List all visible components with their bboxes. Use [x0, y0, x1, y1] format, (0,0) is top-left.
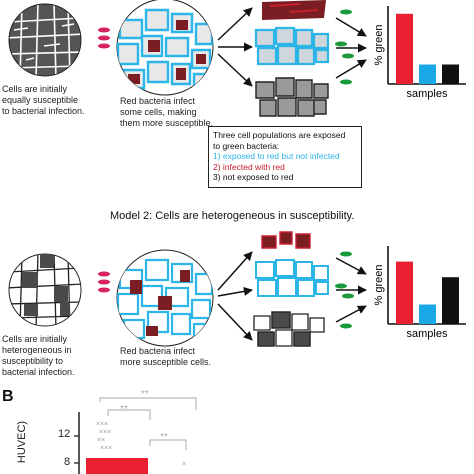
legend-item-exposed: 1) exposed to red but not infected	[213, 151, 340, 161]
model1-bar-chart: % green samples	[373, 6, 466, 100]
svg-text:×: ×	[182, 461, 186, 468]
chart2-bar-2	[419, 304, 436, 324]
model1-caption-left: Cells are initially equally susceptible …	[2, 84, 85, 116]
legend-item-infected: 2) infected with red	[213, 161, 285, 172]
chart2-xlabel: samples	[407, 328, 448, 340]
model1-legend-box: Three cell populations are exposed to gr…	[208, 126, 362, 188]
model2-green-bacteria	[335, 251, 354, 329]
model1-initial-cells	[8, 3, 82, 77]
model1-arrows	[217, 7, 253, 87]
chart2-bar-1	[396, 261, 413, 324]
model1-green-arrows	[335, 17, 367, 79]
model2-arrows	[217, 251, 253, 341]
chart1-xlabel: samples	[407, 88, 448, 100]
svg-text:×××: ×××	[99, 429, 111, 436]
model2-caption-mid: Red bacteria infect more susceptible cel…	[120, 346, 212, 367]
model2-infected-cells	[116, 249, 214, 347]
chart2-bar-3	[442, 277, 459, 324]
model2-population-mixed	[253, 311, 325, 347]
model2-population-blue	[255, 259, 329, 297]
chart1-bar-2	[419, 64, 436, 84]
model1-infected-cells	[116, 0, 214, 96]
model1-population-blue	[254, 26, 330, 66]
svg-text:×××: ×××	[96, 421, 108, 428]
panel-b-ylabel: HUVEC)	[16, 420, 28, 464]
model1-red-bacteria	[98, 27, 110, 49]
panel-b-plot: ** ** ** ××× ××× ×× ××× ×	[74, 389, 197, 474]
panel-b-sig-1: **	[141, 389, 149, 400]
panel-b-tick-12: 12	[58, 428, 71, 440]
model2-population-red	[261, 231, 311, 249]
model2-red-bacteria	[98, 271, 110, 293]
panel-b-sig-2: **	[120, 404, 128, 415]
chart1-ylabel: % green	[373, 25, 385, 66]
model1-green-bacteria	[335, 9, 354, 85]
model2-title: Model 2: Cells are heterogeneous in susc…	[110, 210, 355, 222]
chart2-ylabel: % green	[373, 265, 385, 306]
model1-caption-mid: Red bacteria infect some cells, making t…	[120, 96, 214, 128]
model1-population-grey	[255, 77, 329, 117]
panel-b-tick-8: 8	[64, 456, 71, 468]
model1-population-red	[262, 0, 326, 20]
chart1-bar-3	[442, 64, 459, 84]
model2-caption-left: Cells are initially heterogeneous in sus…	[2, 334, 75, 377]
panel-b-letter: B	[2, 388, 14, 405]
model2-bar-chart: % green samples	[373, 246, 466, 340]
legend-item-not-exposed: 3) not exposed to red	[213, 172, 294, 182]
svg-text:×××: ×××	[100, 445, 112, 452]
model2-green-arrows	[335, 257, 367, 323]
model2-initial-cells	[8, 253, 82, 327]
svg-text:××: ××	[97, 437, 105, 444]
chart1-bar-1	[396, 13, 413, 84]
panel-b-bar	[86, 458, 148, 474]
panel-b-sig-3: **	[160, 432, 168, 443]
